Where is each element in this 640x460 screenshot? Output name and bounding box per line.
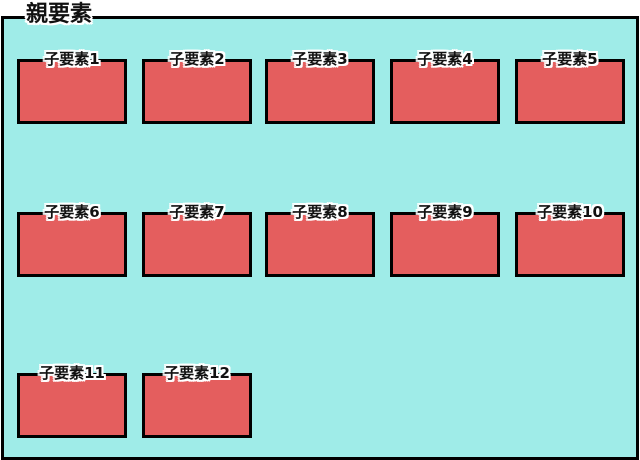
child-element: 子要素11: [17, 364, 127, 438]
parent-label: 親要素: [26, 2, 93, 27]
child-label: 子要素7: [169, 203, 225, 221]
child-label: 子要素9: [417, 203, 473, 221]
child-element: 子要素4: [390, 50, 500, 124]
child-label: 子要素3: [292, 50, 348, 68]
child-label: 子要素1: [44, 50, 100, 68]
child-label: 子要素11: [39, 364, 105, 382]
child-element: 子要素6: [17, 203, 127, 277]
child-label: 子要素2: [169, 50, 225, 68]
child-label: 子要素6: [44, 203, 100, 221]
child-element: 子要素3: [265, 50, 375, 124]
child-element: 子要素8: [265, 203, 375, 277]
child-label: 子要素10: [537, 203, 603, 221]
child-label: 子要素4: [417, 50, 473, 68]
child-element: 子要素1: [17, 50, 127, 124]
child-element: 子要素5: [515, 50, 625, 124]
child-label: 子要素5: [542, 50, 598, 68]
child-element: 子要素12: [142, 364, 252, 438]
child-element: 子要素2: [142, 50, 252, 124]
child-element: 子要素9: [390, 203, 500, 277]
child-label: 子要素12: [164, 364, 230, 382]
child-label: 子要素8: [292, 203, 348, 221]
child-element: 子要素7: [142, 203, 252, 277]
child-element: 子要素10: [515, 203, 625, 277]
